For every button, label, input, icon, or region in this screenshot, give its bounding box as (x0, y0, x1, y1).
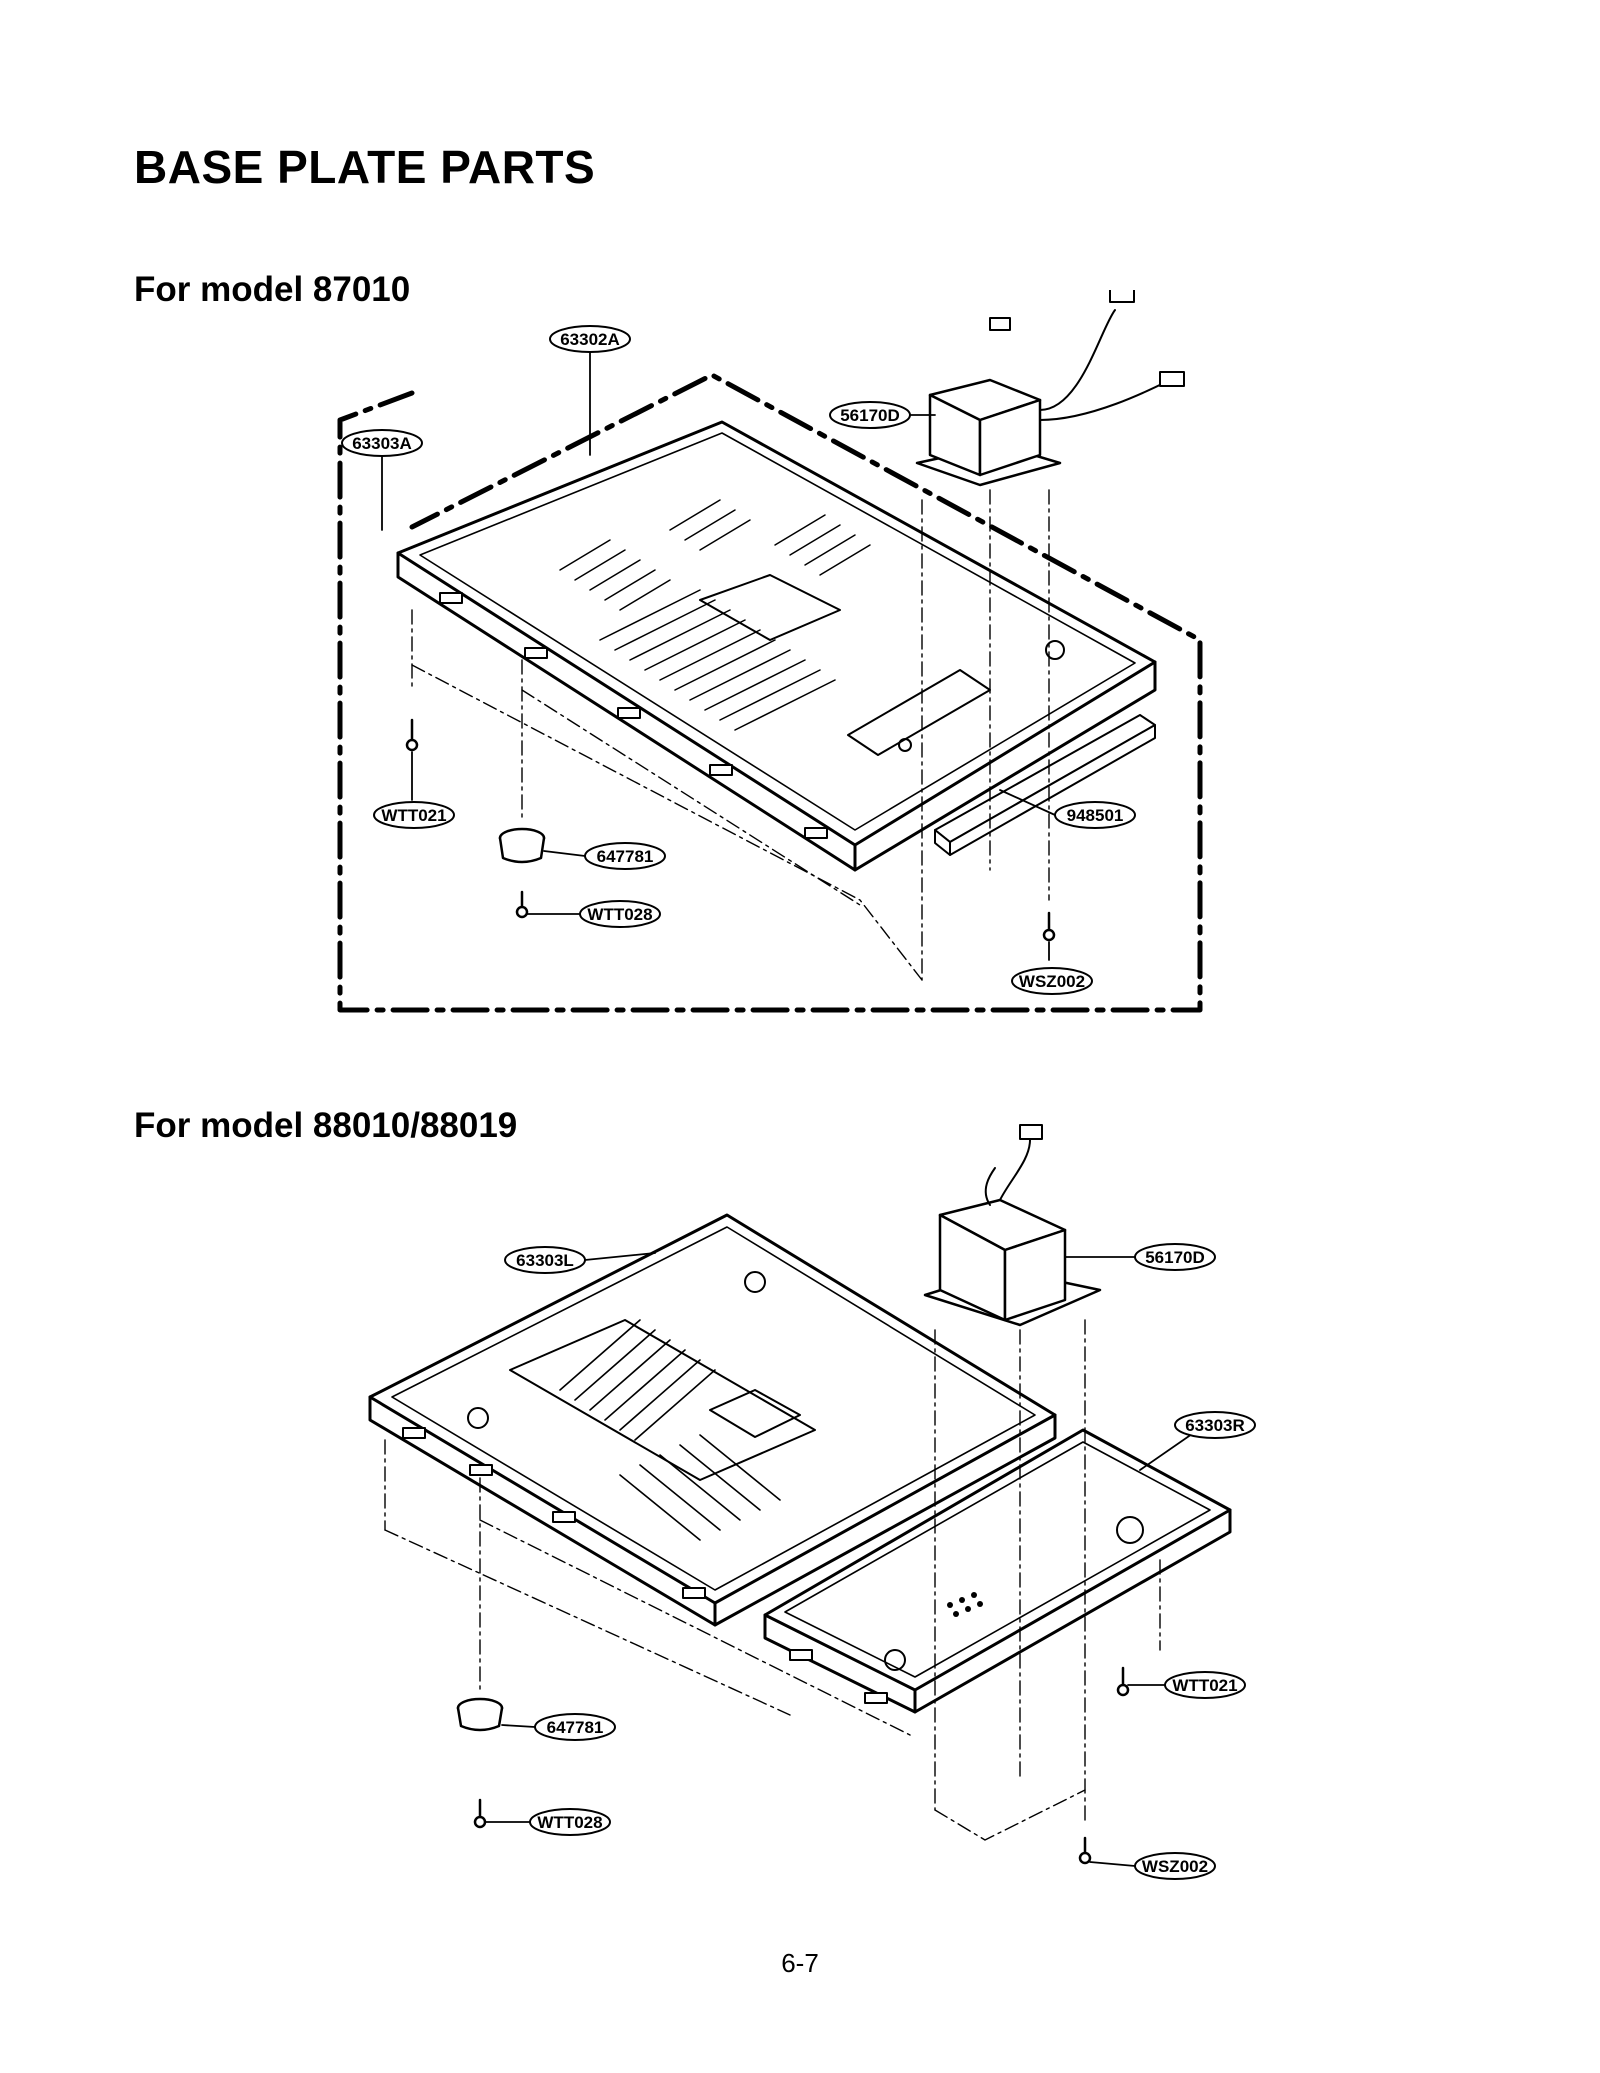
callout-63303R: 63303R (1174, 1411, 1256, 1439)
screw-WTT028-88010 (473, 1798, 487, 1829)
transformer-88010 (923, 1124, 1102, 1327)
svg-text:647781: 647781 (597, 847, 654, 866)
page-number: 6-7 (781, 1948, 819, 1978)
svg-text:63303A: 63303A (352, 434, 412, 453)
screw-WTT021-87010 (405, 718, 419, 752)
page-title: BASE PLATE PARTS (134, 141, 596, 193)
svg-text:WTT028: WTT028 (587, 905, 652, 924)
svg-text:948501: 948501 (1067, 806, 1124, 825)
base-plate-left-63303L (368, 1213, 1057, 1627)
base-plate-diagram-88010-88019: 63303L 56170D 63303R WTT021 647781 WTT02… (368, 1124, 1256, 1880)
foot-647781-88010 (456, 1697, 504, 1732)
section-title-model-88010-88019: For model 88010/88019 (134, 1106, 518, 1145)
svg-text:63303L: 63303L (516, 1251, 574, 1270)
callout-647781-2: 647781 (534, 1713, 616, 1741)
foot-647781-87010 (498, 827, 546, 864)
svg-text:63303R: 63303R (1185, 1416, 1245, 1435)
screw-WSZ002-88010 (1078, 1836, 1092, 1865)
svg-text:56170D: 56170D (840, 406, 900, 425)
callout-63303L: 63303L (504, 1246, 586, 1274)
callout-647781: 647781 (584, 842, 666, 870)
screw-WSZ002-87010 (1042, 911, 1056, 942)
callout-WSZ002-2: WSZ002 (1134, 1852, 1216, 1880)
svg-text:56170D: 56170D (1145, 1248, 1205, 1267)
screw-WTT021-88010 (1116, 1666, 1130, 1697)
base-plate-87010 (396, 420, 1157, 872)
callout-WTT021-2: WTT021 (1164, 1671, 1246, 1699)
callout-948501: 948501 (1054, 801, 1136, 829)
screw-WTT028-87010 (515, 890, 529, 919)
callout-63303A: 63303A (341, 429, 423, 457)
svg-text:WTT028: WTT028 (537, 1813, 602, 1832)
base-plate-right-63303R (763, 1428, 1232, 1714)
callout-56170D: 56170D (829, 401, 911, 429)
svg-text:WTT021: WTT021 (381, 806, 446, 825)
callout-WTT021: WTT021 (373, 801, 455, 829)
svg-text:63302A: 63302A (560, 330, 620, 349)
gasket-948501 (934, 714, 1156, 856)
callout-WSZ002: WSZ002 (1011, 967, 1093, 995)
callout-WTT028-2: WTT028 (529, 1808, 611, 1836)
callout-WTT028: WTT028 (579, 900, 661, 928)
assembly-boundary (337, 372, 1203, 1013)
svg-text:WTT021: WTT021 (1172, 1676, 1237, 1695)
transformer-87010 (915, 290, 1185, 487)
svg-text:647781: 647781 (547, 1718, 604, 1737)
section-title-model-87010: For model 87010 (134, 270, 411, 309)
svg-text:WSZ002: WSZ002 (1019, 972, 1085, 991)
callout-63302A: 63302A (549, 325, 631, 353)
base-plate-diagram-87010: 63302A 63303A 56170D WTT021 647781 WTT02… (337, 290, 1203, 1013)
callout-56170D-2: 56170D (1134, 1243, 1216, 1271)
svg-text:WSZ002: WSZ002 (1142, 1857, 1208, 1876)
